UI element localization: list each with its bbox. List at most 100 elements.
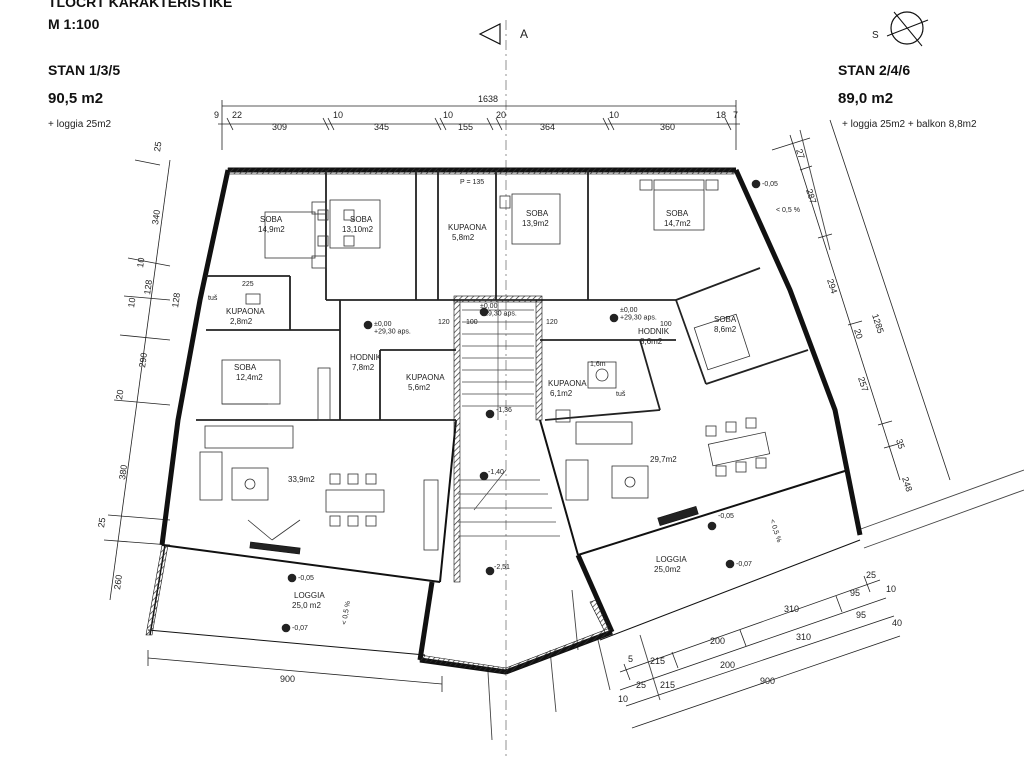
dim-top-11: 18 (716, 110, 726, 120)
hatched-walls (145, 167, 735, 675)
dim-left-6: 290 (137, 352, 149, 368)
slope-right: < 0,5 % (768, 518, 782, 543)
left-unit-area: 90,5 m2 (48, 90, 104, 107)
dim-right-5: 257 (856, 376, 870, 393)
furniture-left (199, 199, 439, 551)
room-left-1-area: 13,10m2 (342, 225, 374, 234)
dim-br-r1-2: 10 (886, 584, 896, 594)
room-left-6-name: SOBA (234, 363, 257, 372)
north-arrow-icon: S (872, 11, 929, 47)
tus-left-label: tuš (208, 295, 218, 302)
room-left-5-name: KUPAONA (406, 373, 445, 382)
left-unit-name: STAN 1/3/5 (48, 62, 121, 78)
dim-top-2: 309 (272, 122, 287, 132)
room-right-5-area: 29,7m2 (650, 455, 677, 464)
right-unit-area: 89,0 m2 (838, 90, 894, 107)
dim-br-r4-1: 200 (720, 660, 735, 670)
level-entry-left: ±0,00+29,30 aps. (374, 321, 411, 336)
dim-right-4: 1285 (870, 313, 886, 335)
dim-right-6: 35 (894, 438, 907, 451)
right-unit-extra: + loggia 25m2 + balkon 8,8m2 (842, 119, 977, 130)
dim-left-2: 10 (135, 257, 146, 268)
north-label: S (872, 30, 879, 41)
room-left-6-area: 12,4m2 (236, 373, 263, 382)
dim-top-8: 364 (540, 122, 555, 132)
dim-br-r2-0: 310 (784, 604, 799, 614)
dim-top-4: 345 (374, 122, 389, 132)
level-markers (281, 179, 761, 633)
door-120a-label: 120 (438, 319, 450, 326)
room-right-1-area: 14,7m2 (664, 219, 691, 228)
room-left-4-name: HODNIK (350, 353, 382, 362)
dim-br-r2-2: 40 (892, 618, 902, 628)
dim-br-r3-2: 310 (796, 632, 811, 642)
terrain-lines (487, 129, 1024, 741)
level-entry-right: ±0,00+29,30 aps. (620, 307, 657, 322)
level-loggia-left-1: -0,05 (298, 575, 314, 582)
room-left-3-name: KUPAONA (226, 307, 265, 316)
dim-left-1: 340 (150, 209, 162, 225)
dim-left-0: 25 (152, 141, 163, 152)
door-120b-label: 120 (546, 319, 558, 326)
interior-walls (196, 170, 809, 421)
room-left-5-area: 5,6m2 (408, 383, 431, 392)
room-left-0-name: SOBA (260, 215, 283, 224)
room-right-0-area: 13,9m2 (522, 219, 549, 228)
room-left-0-area: 14,9m2 (258, 225, 285, 234)
slope-corner: < 0,5 % (776, 207, 800, 214)
dim-top-9: 10 (609, 110, 619, 120)
bottom-right-dimensions (619, 575, 901, 729)
dim-br-small-2: 10 (618, 694, 628, 704)
level-loggia-left-2: -0,07 (292, 625, 308, 632)
section-label: A (520, 27, 528, 41)
dim-top-12: 7 (733, 110, 738, 120)
level-loggia-right-1: -0,05 (718, 513, 734, 520)
top-dimensions (218, 100, 740, 150)
room-left-4-area: 7,8m2 (352, 363, 375, 372)
room-left-8-name: LOGGIA (294, 591, 325, 600)
room-right-6-name: LOGGIA (656, 555, 687, 564)
room-right-2-area: 8,6m2 (714, 325, 737, 334)
door-p135-label: P = 135 (460, 179, 484, 186)
right-dimensions (771, 119, 951, 481)
level-stair-top: ±0,00+29,30 aps. (480, 303, 517, 318)
dim-right-3: 20 (852, 328, 865, 341)
dim-16-label: 1,6m (590, 361, 606, 368)
section-marker: A (478, 20, 528, 760)
dim-top-1: 22 (232, 110, 242, 120)
dim-right-0: 27 (794, 148, 807, 161)
door-100b-label: 100 (660, 321, 672, 328)
room-right-0-name: SOBA (526, 209, 549, 218)
drawing-title: TLOCRT KARAKTERISTIKE (48, 0, 233, 10)
level-loggia-right-2: -0,07 (736, 561, 752, 568)
dim-left-5: 128 (170, 292, 182, 308)
room-right-4-name: KUPAONA (548, 379, 587, 388)
room-left-8-area: 25,0 m2 (292, 601, 321, 610)
room-right-4-area: 6,1m2 (550, 389, 573, 398)
furniture-right (499, 179, 771, 501)
left-unit-extra: + loggia 25m2 (48, 119, 112, 130)
room-left-1-name: SOBA (350, 215, 373, 224)
dim-total-top: 1638 (478, 94, 498, 104)
dim-left-7: 20 (114, 389, 125, 400)
scale-label: M 1:100 (48, 16, 100, 32)
dim-left-10: 260 (112, 574, 124, 590)
dim-bottom-left: 900 (280, 674, 295, 684)
dim-top-6: 155 (458, 122, 473, 132)
room-right-3-name: HODNIK (638, 327, 670, 336)
room-right-3-area: 8,6m2 (640, 337, 663, 346)
right-unit-name: STAN 2/4/6 (838, 62, 911, 78)
level-corner-right: -0,05 (762, 181, 778, 188)
dim-left-9: 25 (96, 517, 107, 528)
dim-br-small-0: 5 (628, 654, 633, 664)
door-100a-label: 100 (466, 319, 478, 326)
dim-br-small-1: 25 (636, 680, 646, 690)
dim-right-1: 287 (804, 188, 818, 205)
room-left-3-area: 2,8m2 (230, 317, 253, 326)
room-left-2-name: KUPAONA (448, 223, 487, 232)
dim-br-total: 900 (760, 676, 775, 686)
staircase (458, 300, 560, 537)
dim-br-r1-0: 25 (866, 570, 876, 580)
dim-br-r2-1: 95 (856, 610, 866, 620)
